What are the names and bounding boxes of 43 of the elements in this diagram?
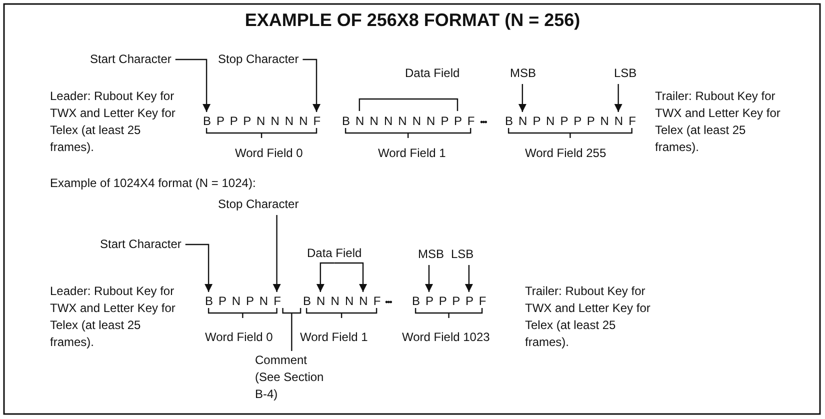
title: EXAMPLE OF 256X8 FORMAT (N = 256) bbox=[244, 9, 582, 31]
bit-sequence: B N N N N F bbox=[303, 293, 382, 310]
arrow bbox=[334, 262, 368, 292]
side-note: Leader: Rubout Key for TWX and Letter Key for Telex (at least 25 frames). bbox=[50, 88, 176, 156]
field-label: Word Field 0 bbox=[235, 145, 303, 162]
bit-sequence: B N N N N N N P P F bbox=[342, 113, 476, 130]
note-text: Comment (See Section B-4) bbox=[255, 352, 335, 403]
ellipsis: ••• bbox=[480, 116, 486, 129]
field-label: Data Field bbox=[405, 65, 460, 82]
arrow bbox=[316, 262, 334, 292]
bit-sequence: B P P P P F bbox=[412, 293, 488, 310]
bit-label: LSB bbox=[451, 246, 474, 263]
bit-sequence: B N P N P P P N N F bbox=[505, 113, 638, 130]
arrow bbox=[614, 84, 622, 112]
callout-label: Data Field bbox=[307, 245, 362, 262]
arrow bbox=[272, 215, 281, 292]
ellipsis: ••• bbox=[385, 296, 392, 309]
field-label: Word Field 1023 bbox=[402, 329, 490, 346]
bracket bbox=[282, 308, 302, 314]
arrow bbox=[302, 58, 321, 112]
callout-label: Stop Character bbox=[218, 196, 299, 213]
bit-label: MSB bbox=[510, 65, 536, 82]
arrow bbox=[518, 84, 526, 112]
side-note: Trailer: Rubout Key for TWX and Letter Key for Telex (at least 25 frames). bbox=[525, 283, 652, 351]
field-label: Word Field 255 bbox=[525, 145, 606, 162]
arrow bbox=[175, 58, 211, 112]
bit-sequence: B P N P N F bbox=[205, 293, 282, 310]
leader-line bbox=[291, 313, 292, 351]
side-note: Trailer: Rubout Key for TWX and Letter Key for Telex (at least 25 frames). bbox=[655, 88, 782, 156]
bit-label: MSB bbox=[418, 246, 444, 263]
arrow bbox=[424, 265, 433, 292]
subheading: Example of 1024X4 format (N = 1024): bbox=[50, 175, 256, 192]
bit-sequence: B P P P N N N N F bbox=[203, 113, 322, 130]
callout-label: Stop Character bbox=[218, 51, 299, 68]
field-label: Word Field 1 bbox=[300, 329, 368, 346]
arrow bbox=[185, 244, 213, 292]
field-label: Word Field 0 bbox=[205, 329, 273, 346]
side-note: Leader: Rubout Key for TWX and Letter Key for Telex (at least 25 frames). bbox=[50, 283, 176, 351]
callout-label: Start Character bbox=[90, 51, 172, 68]
bit-label: LSB bbox=[614, 65, 637, 82]
field-label: Word Field 1 bbox=[378, 145, 446, 162]
arrow bbox=[464, 265, 473, 292]
callout-label: Start Character bbox=[100, 236, 182, 253]
